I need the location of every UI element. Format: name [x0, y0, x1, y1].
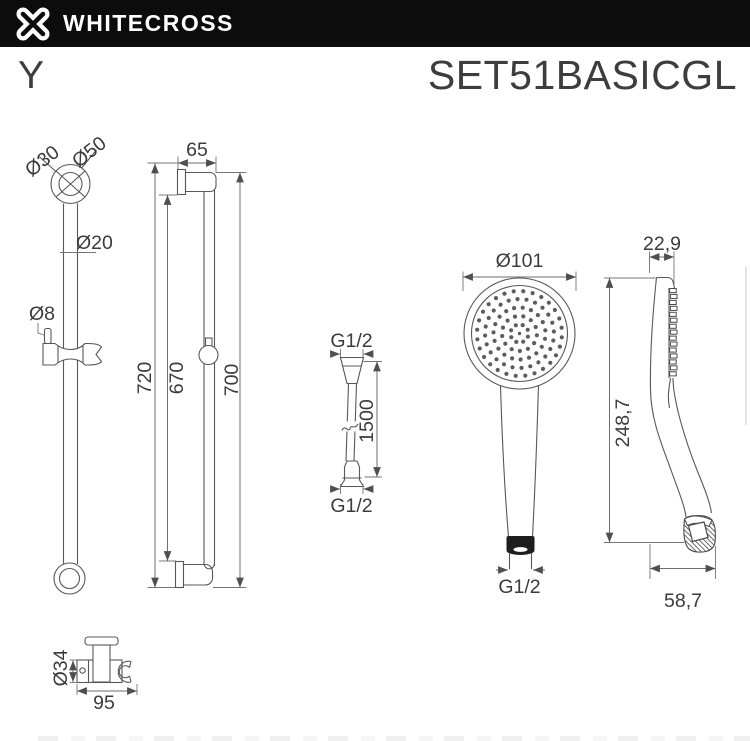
- dim-label-hose-bottom-thread: G1/2: [330, 495, 372, 517]
- dim-label-bottom-width: 58,7: [664, 590, 702, 612]
- whitecross-logo-icon: [13, 5, 53, 43]
- dim-label-holder-pin-diameter: Ø8: [29, 303, 55, 325]
- dim-label-rail-height: 700: [221, 364, 243, 397]
- dim-label-hose-length: 1500: [356, 399, 378, 443]
- brand-name: WHITECROSS: [63, 10, 234, 36]
- dim-label-head-depth: 22,9: [643, 233, 681, 255]
- handshower-side-view: 22,9 248,7 58,7: [604, 233, 747, 612]
- dim-label-rail-bar-diameter: Ø20: [76, 232, 113, 254]
- series-label: Y: [18, 54, 45, 97]
- dim-label-bar-height: 670: [166, 362, 188, 395]
- brand-header: WHITECROSS: [0, 0, 750, 47]
- dim-label-shower-length: 248,7: [612, 399, 634, 448]
- dim-label-handle-thread: G1/2: [498, 576, 540, 598]
- dim-label-hose-top-thread: G1/2: [330, 330, 372, 352]
- handshower-front-view: Ø101 G1/2: [462, 250, 577, 598]
- dim-label-total-height: 720: [134, 362, 156, 395]
- rail-front-view: Ø30 Ø50 Ø20 Ø8: [21, 132, 113, 595]
- product-code: SET51BASICGL: [427, 52, 737, 98]
- rail-side-view: 65 720 670 700: [134, 139, 247, 589]
- nozzle-dots: [475, 289, 564, 378]
- dim-label-bracket-diameter: Ø34: [50, 649, 72, 686]
- dim-label-bracket-width: 95: [93, 692, 115, 714]
- hose-drawing: G1/2 1500 G1/2: [330, 330, 382, 517]
- bracket-top-view: Ø34 95: [50, 636, 138, 714]
- nozzle-strip: [669, 288, 678, 377]
- dim-label-head-diameter: Ø101: [496, 250, 544, 272]
- cropped-text-artifact: [38, 736, 750, 741]
- dim-label-mount-depth: 65: [186, 139, 208, 161]
